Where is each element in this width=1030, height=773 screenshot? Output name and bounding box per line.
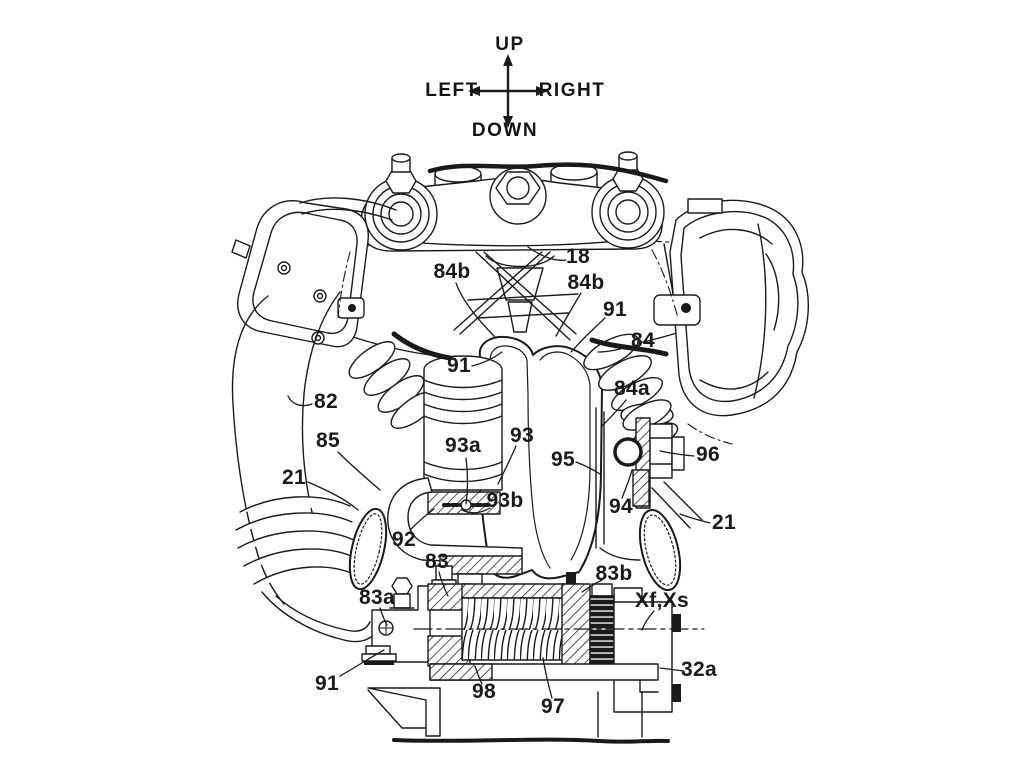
head-boss-right <box>591 151 665 249</box>
housing-32a <box>613 601 673 713</box>
bolt-83 <box>435 565 453 581</box>
bracket-95 <box>595 407 685 561</box>
compass-down-label: DOWN <box>471 120 539 141</box>
mount-bracket <box>367 687 441 737</box>
right-side-cover <box>653 198 810 417</box>
compass-right-label: RIGHT <box>538 80 606 101</box>
compass-up-label: UP <box>495 34 525 55</box>
compass-left-label: LEFT <box>425 80 479 101</box>
elbow-duct-92 <box>387 477 523 587</box>
pin-94 <box>632 469 650 507</box>
head-boss-left <box>364 153 438 251</box>
hose-91-inner <box>275 595 371 632</box>
splined-gear <box>589 595 615 673</box>
valve-cover <box>360 151 669 252</box>
frame-tube-right-21 <box>638 481 703 592</box>
hose-91-outer <box>261 591 377 643</box>
hole-95 <box>613 437 643 467</box>
cowl-edge-line <box>427 162 669 184</box>
leader-lines <box>287 246 711 699</box>
frame-tube-left-21 <box>348 507 388 591</box>
lower-assembly <box>361 565 705 744</box>
center-hex-bolt <box>489 167 547 225</box>
duct-93 <box>423 355 503 515</box>
compass-cross-icon <box>468 54 548 128</box>
center-duct <box>475 335 603 580</box>
hidden-outline-accents <box>337 249 733 445</box>
cable-strokes <box>391 331 669 361</box>
baseline <box>392 737 670 744</box>
left-intake-duct <box>231 291 393 643</box>
left-side-cover <box>231 197 397 348</box>
